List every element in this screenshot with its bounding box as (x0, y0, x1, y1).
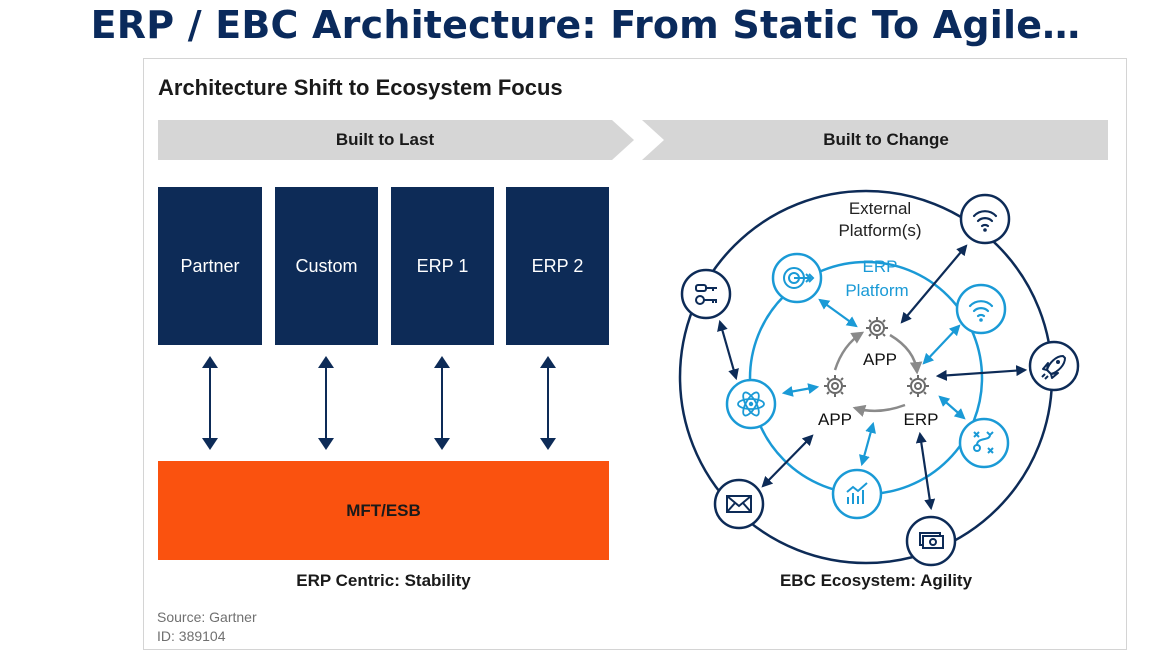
target-icon (771, 252, 823, 304)
left-caption: ERP Centric: Stability (296, 571, 471, 590)
core-node-app-left: APP (818, 410, 852, 429)
key-icon (680, 268, 732, 320)
inner-ring-label-line1: ERP (863, 257, 898, 276)
route-core-connector (938, 395, 966, 420)
wifi-core-connector (900, 244, 968, 324)
money-icon (905, 515, 957, 567)
envelope-core-connector (761, 434, 814, 488)
outer-ring-label-line1: External (849, 199, 911, 218)
target-core-connector (818, 298, 858, 328)
core-arc-bottom (852, 403, 906, 417)
money-core-connector (915, 431, 936, 511)
key-atom-connector (717, 319, 739, 381)
core-node-app-top: APP (863, 350, 897, 369)
core-arc-top-right (889, 333, 923, 375)
gear-icon (907, 375, 929, 397)
outer-ring-label-line2: Platform(s) (838, 221, 921, 240)
route-icon (958, 417, 1010, 469)
partner-label: Partner (180, 255, 240, 276)
erp2-label: ERP 2 (531, 255, 584, 276)
erp1-bus-arrow (434, 356, 450, 450)
custom-label: Custom (295, 255, 358, 276)
envelope-icon (713, 478, 765, 530)
built-to-change-label: Built to Change (823, 130, 949, 149)
custom-bus-arrow (318, 356, 334, 450)
wifi-icon (959, 193, 1011, 245)
erp2-bus-arrow (540, 356, 556, 450)
chart-icon (831, 468, 883, 520)
chart-core-connector (859, 421, 876, 467)
core-node-erp: ERP (904, 410, 939, 429)
slide-title: ERP / EBC Architecture: From Static To A… (90, 3, 1081, 47)
built-to-last-chevron (158, 120, 634, 160)
mft-esb-label: MFT/ESB (346, 500, 421, 520)
gear-icon (866, 317, 888, 339)
figure-title: Architecture Shift to Ecosystem Focus (158, 75, 563, 100)
inner-wifi-core-connector (922, 324, 961, 365)
document-id: ID: 389104 (157, 628, 226, 644)
built-to-last-label: Built to Last (335, 130, 435, 149)
erp2-box: ERP 2 (506, 187, 609, 345)
gear-icon (824, 375, 846, 397)
mft-esb-bar: MFT/ESB (158, 461, 609, 560)
erp1-label: ERP 1 (416, 255, 469, 276)
rocket-icon (1028, 340, 1080, 392)
atom-icon (725, 378, 777, 430)
wifi-icon (955, 283, 1007, 335)
inner-ring-label-line2: Platform (845, 281, 908, 300)
source-text: Source: Gartner (157, 609, 257, 625)
core-arc-left (833, 331, 865, 371)
rocket-core-connector (935, 365, 1028, 381)
partner-bus-arrow (202, 356, 218, 450)
custom-box: Custom (275, 187, 378, 345)
partner-box: Partner (158, 187, 262, 345)
atom-core-connector (781, 383, 820, 397)
erp1-box: ERP 1 (391, 187, 494, 345)
right-caption: EBC Ecosystem: Agility (779, 571, 973, 590)
built-to-change-chevron (642, 120, 1108, 160)
